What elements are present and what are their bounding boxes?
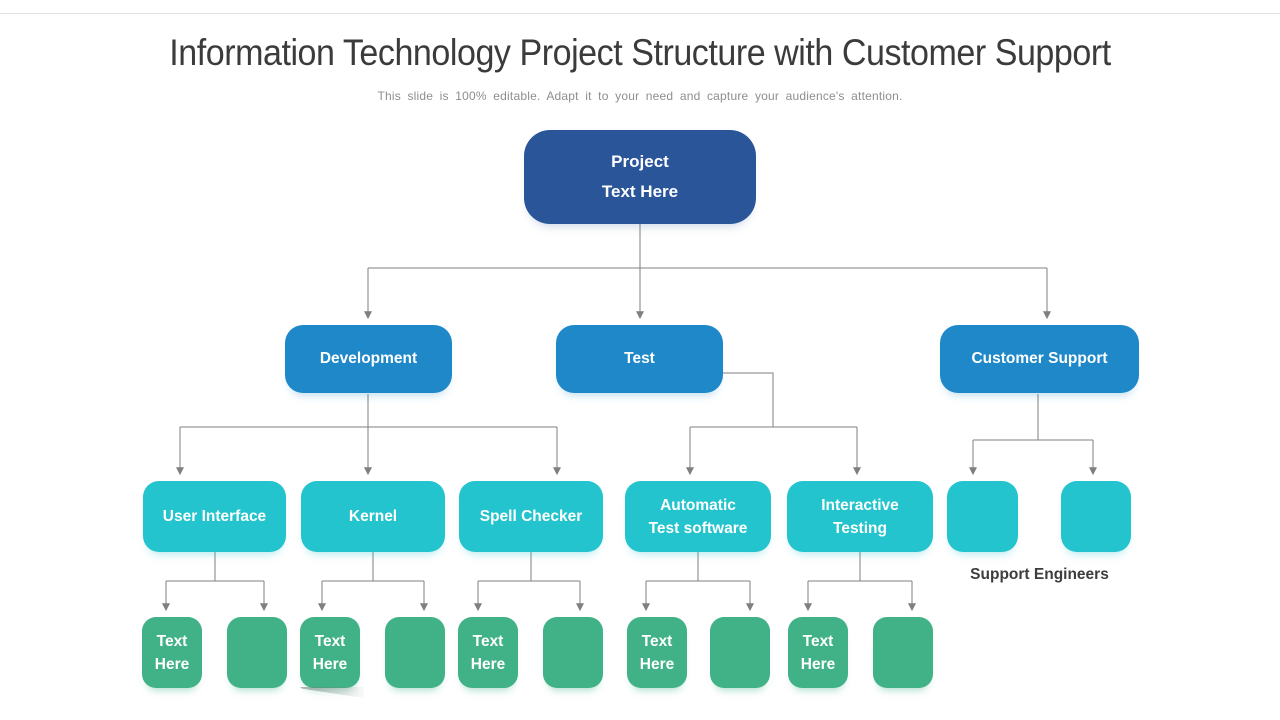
node-customer-support-label: Customer Support <box>971 350 1108 367</box>
page-subtitle: This slide is 100% editable. Adapt it to… <box>377 89 903 103</box>
leaf-label: Text Here <box>154 632 190 673</box>
node-automatic-test-software[interactable]: Automatic Test software <box>625 481 771 552</box>
leaf-text-kernel[interactable]: Text Here <box>300 617 360 688</box>
leaf-empty-automatic-test-software[interactable] <box>710 617 770 688</box>
leaf-empty-user-interface[interactable] <box>227 617 287 688</box>
leaf-empty-interactive-testing[interactable] <box>873 617 933 688</box>
leaf-empty-kernel[interactable] <box>385 617 445 688</box>
node-kernel-label: Kernel <box>348 508 398 525</box>
node-spell-checker-label: Spell Checker <box>479 508 583 525</box>
node-test-label: Test <box>624 350 655 367</box>
node-kernel[interactable]: Kernel <box>301 481 445 552</box>
support-engineers-label: Support Engineers <box>970 566 1109 583</box>
leaf-empty-spell-checker[interactable] <box>543 617 603 688</box>
node-development[interactable]: Development <box>285 325 452 393</box>
node-project[interactable]: Project Text Here <box>524 130 756 224</box>
leaf-label: Text Here <box>470 632 506 673</box>
leaf-label: Text Here <box>800 632 836 673</box>
node-support-engineer-2[interactable] <box>1061 481 1131 552</box>
node-test[interactable]: Test <box>556 325 723 393</box>
node-development-label: Development <box>319 350 418 367</box>
leaf-text-automatic-test-software[interactable]: Text Here <box>627 617 687 688</box>
node-user-interface-label: User Interface <box>162 508 267 525</box>
node-interactive-testing[interactable]: Interactive Testing <box>787 481 933 552</box>
leaf-text-user-interface[interactable]: Text Here <box>142 617 202 688</box>
node-project-label: Project Text Here <box>601 152 679 201</box>
leaf-text-spell-checker[interactable]: Text Here <box>458 617 518 688</box>
node-spell-checker[interactable]: Spell Checker <box>459 481 603 552</box>
leaf-label: Text Here <box>639 632 675 673</box>
leaf-label: Text Here <box>312 632 348 673</box>
node-customer-support[interactable]: Customer Support <box>940 325 1139 393</box>
node-support-engineer-1[interactable] <box>947 481 1018 552</box>
page-curl-shadow <box>300 687 364 698</box>
node-interactive-testing-label: Interactive Testing <box>821 496 899 537</box>
node-user-interface[interactable]: User Interface <box>143 481 286 552</box>
top-divider <box>0 13 1280 14</box>
page-title: Information Technology Project Structure… <box>169 32 1111 73</box>
node-automatic-test-software-label: Automatic Test software <box>648 496 748 537</box>
leaf-text-interactive-testing[interactable]: Text Here <box>788 617 848 688</box>
